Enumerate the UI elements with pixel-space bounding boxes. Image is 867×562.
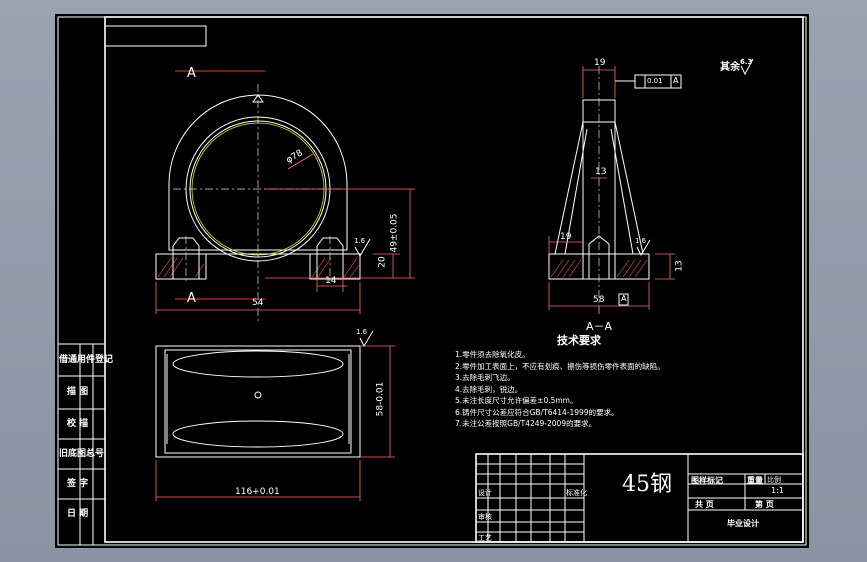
standard-label: 标准化 [566,489,587,497]
material-label: 45钢 [622,472,672,497]
dim-bottom-length: 116+0.01 [235,487,280,497]
drawing-sheet: A A A－A φ78 49±0.05 20 14 54 1.6 19 0.01… [55,14,809,548]
dim-inner-width: 13 [595,167,607,177]
roughness-rest: 其余6.3 [720,58,752,73]
roughness-rest-value: 6.3 [740,58,753,66]
left-label-5: 签 字 [67,479,89,489]
left-label-4: 旧底图总号 [59,449,105,459]
tech-note-7: 7.未注公差按照GB/T4249-2009的要求。 [455,419,597,428]
datum-a-side: A [621,294,627,303]
tech-note-2: 2.零件加工表面上，不应有划痕、擦伤等损伤零件表面的缺陷。 [455,361,665,371]
dim-bottom-height: 58-0.01 [375,381,386,417]
design-label: 设计 [478,489,492,497]
left-label-1: 借通用件登记 [59,355,114,365]
tech-note-6: 6.铸件尺寸公差应符合GB/T6414-1999的要求。 [455,407,619,417]
company-label: 毕业设计 [727,519,759,528]
tech-note-1: 1.零件须去除氧化皮。 [455,350,530,359]
bottom-view [155,330,395,501]
dim-center-height: 49±0.05 [389,213,400,253]
section-label-bottom: A [187,291,196,306]
tech-note-4: 4.去除毛刺，锐边。 [455,384,523,394]
datum-label: A [673,76,679,85]
review-label: 审核 [478,513,492,521]
front-view [155,70,415,324]
dim-side-base: 58 [593,295,605,305]
dim-hole-offset: 14 [325,276,337,286]
left-sign-column [58,343,105,545]
outer-border [57,16,807,546]
drawing-canvas [57,16,807,546]
tech-requirements-title: 技术要求 [557,334,601,347]
dim-foot-width: 19 [560,232,572,242]
weight-label: 重量 [747,476,763,485]
left-label-3: 校 描 [67,419,89,429]
tech-notes: 1.零件须去除氧化皮。 2.零件加工表面上，不应有划痕、擦伤等损伤零件表面的缺陷… [455,349,665,430]
dim-overall-width: 54 [252,298,264,308]
dim-top-width: 19 [594,58,606,68]
scale-label: 比例 [767,476,781,484]
tech-note-5: 5.未注长度尺寸允许偏差±0.5mm。 [455,396,578,405]
scale-value: 1:1 [771,486,784,495]
section-label-aa: A－A [586,320,613,333]
left-column-labels: 借通用件登记 描 图 校 描 旧底图总号 签 字 日 期 [59,344,115,529]
dim-foot-height: 13 [674,260,685,272]
sheet-number: 第 页 [755,500,774,509]
dim-base-height: 20 [377,256,388,268]
roughness-bottom: 1.6 [356,328,368,336]
left-label-2: 描 图 [67,387,89,397]
roughness-side: 1.6 [635,237,647,245]
left-label-6: 日 期 [67,509,89,519]
roughness-front: 1.6 [354,237,366,245]
sheets-total: 共 页 [695,500,714,509]
side-view [548,58,754,314]
section-label-top: A [187,66,196,81]
tech-note-3: 3.去除毛刺飞边。 [455,373,515,382]
roughness-rest-prefix: 其余 [720,62,740,73]
tolerance-value: 0.01 [647,77,663,85]
inner-frame [104,16,804,543]
stage-mark: 图样标记 [691,476,723,485]
title-block [475,453,804,543]
top-left-box [104,25,207,47]
process-label: 工艺 [478,534,492,542]
